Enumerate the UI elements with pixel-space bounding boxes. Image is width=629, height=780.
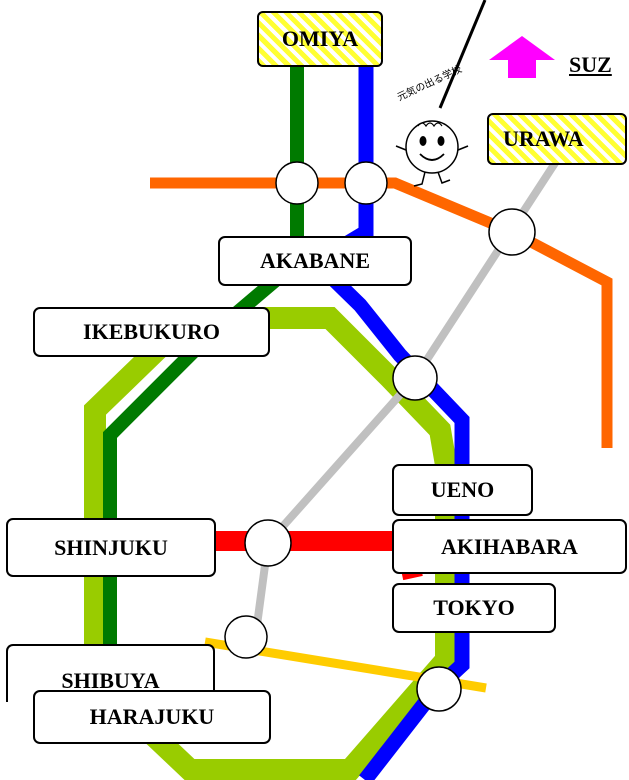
transfer-circle: [488, 208, 536, 256]
transfer-circle: [275, 161, 319, 205]
station-akabane-label[interactable]: AKABANE: [218, 236, 412, 286]
transfer-circle: [224, 615, 268, 659]
station-omiya-text: OMIYA: [281, 26, 359, 51]
station-shinjuku-label[interactable]: SHINJUKU: [6, 518, 216, 577]
station-akihabara-label[interactable]: AKIHABARA: [392, 519, 627, 574]
chuo-line: [212, 531, 423, 581]
station-urawa-text: URAWA: [503, 126, 584, 151]
station-akihabara-text: AKIHABARA: [441, 533, 578, 559]
station-ikebukuro-text: IKEBUKURO: [83, 319, 220, 344]
station-harajuku-text: HARAJUKU: [89, 704, 215, 729]
station-akabane-text: AKABANE: [259, 248, 370, 273]
station-harajuku-label[interactable]: HARAJUKU: [33, 690, 271, 744]
smiling-ball-mascot-icon: [395, 120, 469, 187]
station-shibuya-text: SHIBUYA: [61, 668, 160, 693]
station-shinjuku-text: SHINJUKU: [54, 534, 168, 560]
station-ueno-text: UENO: [430, 477, 495, 502]
station-ueno-label[interactable]: UENO: [392, 464, 533, 516]
divider-line: [438, 0, 487, 109]
transfer-circle: [344, 161, 388, 205]
station-tokyo-label[interactable]: TOKYO: [392, 583, 556, 633]
station-omiya-label[interactable]: OMIYA: [257, 11, 383, 67]
station-ikebukuro-label[interactable]: IKEBUKURO: [33, 307, 270, 357]
station-urawa-label[interactable]: URAWA: [487, 113, 627, 165]
transfer-circle: [416, 666, 462, 712]
direction-label: SUZ: [569, 52, 612, 77]
magenta-up-arrow-icon: [489, 36, 555, 78]
shinkansen-line: [251, 157, 561, 641]
transfer-circle: [244, 519, 292, 567]
station-tokyo-text: TOKYO: [433, 595, 515, 620]
transfer-circle: [392, 355, 438, 401]
